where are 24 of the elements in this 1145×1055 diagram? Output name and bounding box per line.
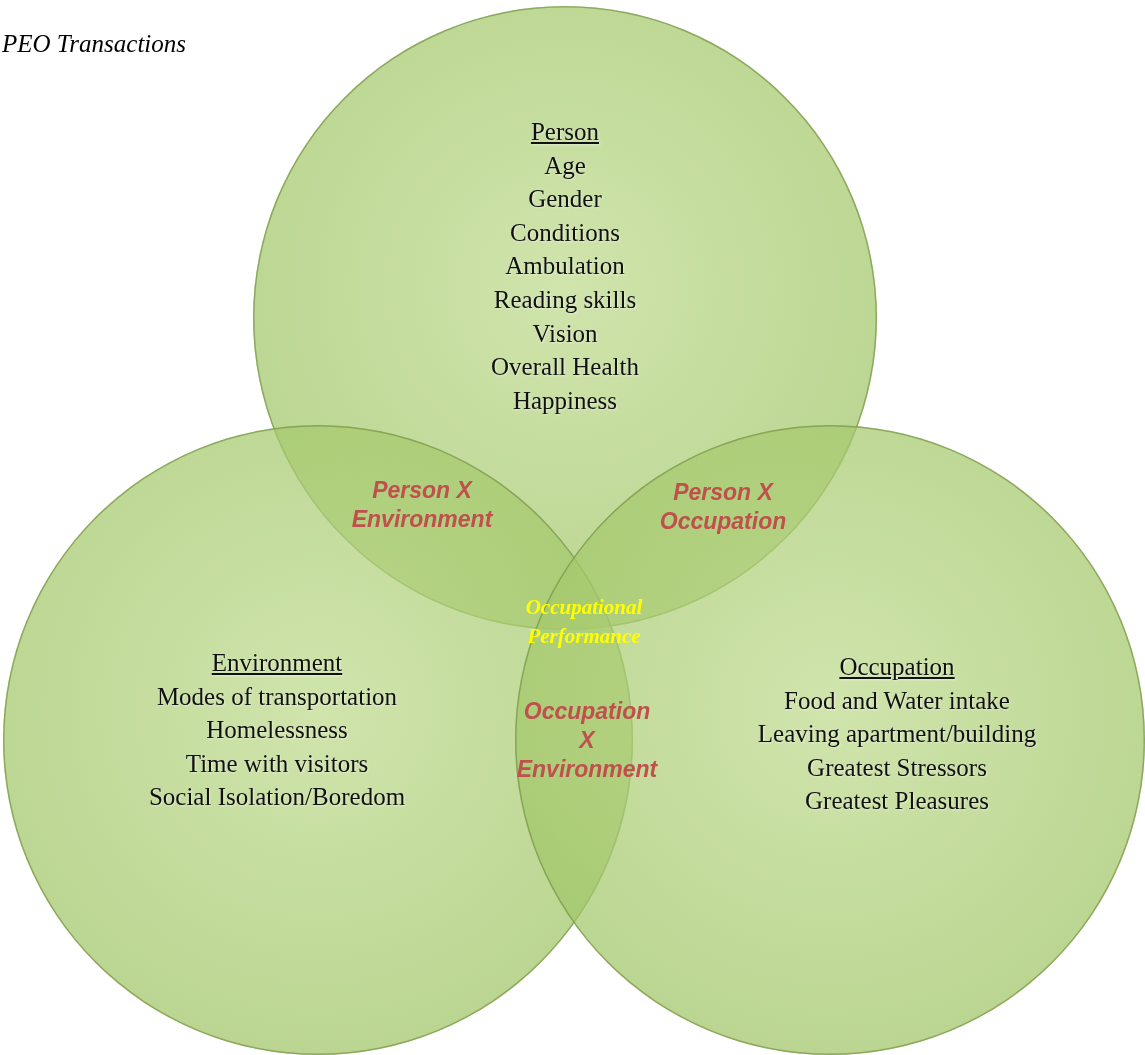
factor-item: Greatest Pleasures: [805, 786, 989, 817]
overlap-label: Person X Occupation: [659, 478, 787, 536]
factor-item: Ambulation: [505, 251, 625, 282]
factor-item: Time with visitors: [185, 748, 369, 779]
overlap-label: Occupational Performance: [525, 594, 643, 650]
factor-item: Leaving apartment/building: [757, 719, 1037, 750]
overlap-label: Person X Environment: [351, 476, 493, 534]
diagram-title: PEO Transactions: [2, 30, 187, 58]
factor-item: Social Isolation/Boredom: [148, 782, 406, 813]
factor-item: Conditions: [510, 217, 620, 248]
factor-item: Overall Health: [491, 352, 639, 383]
factor-item: Greatest Stressors: [807, 752, 987, 783]
factor-item: Food and Water intake: [784, 685, 1010, 716]
circle-heading: Person: [530, 117, 599, 147]
circle-heading: Environment: [211, 648, 343, 678]
factor-item: Reading skills: [493, 284, 637, 315]
factor-item: Modes of transportation: [156, 681, 398, 712]
factor-item: Gender: [528, 184, 602, 215]
circle-heading: Occupation: [839, 652, 955, 682]
factor-item: Happiness: [512, 385, 618, 416]
overlap-label: Occupation X Environment: [516, 696, 658, 784]
factor-item: Homelessness: [206, 715, 348, 746]
factor-item: Age: [544, 150, 586, 181]
factor-item: Vision: [532, 318, 598, 349]
